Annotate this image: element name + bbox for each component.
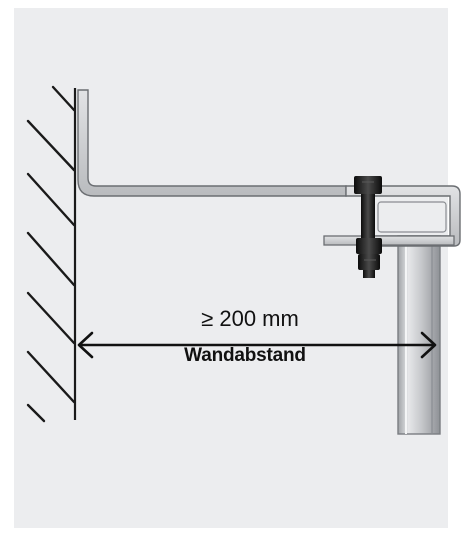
dimension-arrow-icon: [77, 331, 437, 359]
bolt-icon: [354, 176, 382, 278]
wall-hatching-icon: [26, 85, 76, 423]
downpipe-icon: [397, 235, 441, 435]
wall-distance-value: ≥ 200 mm: [201, 306, 299, 331]
wall-bracket-icon: [77, 89, 461, 247]
wall-distance-caption: Wandabstand: [184, 345, 306, 366]
